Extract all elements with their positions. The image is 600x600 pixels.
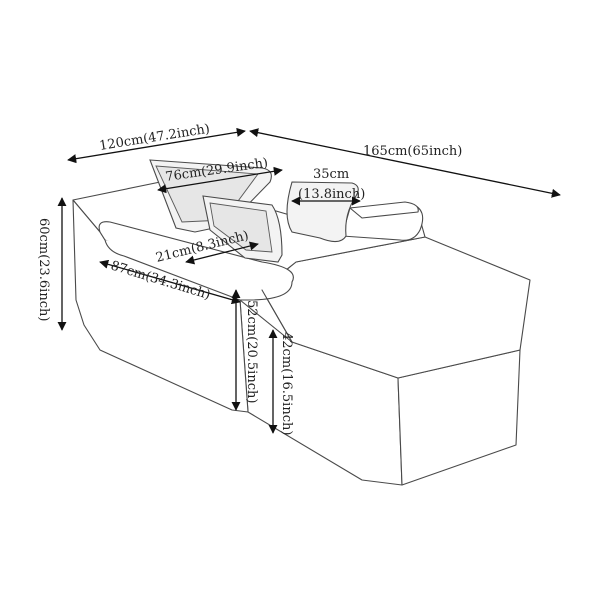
seat-height-label: 42cm(16.5inch)	[279, 332, 294, 435]
overall-width-arrow	[67, 127, 246, 164]
overall-width-label: 120cm(47.2inch)	[98, 122, 211, 154]
backrest-width-arrow	[157, 166, 283, 194]
pillow-size-label-b: (13.8inch)	[298, 187, 365, 202]
overall-height-label: 60cm(23.6inch)	[36, 218, 51, 321]
pillow-size-label-a: 35cm	[313, 167, 349, 182]
overall-length-arrow	[249, 128, 561, 198]
accent-pillow-square-face	[209, 202, 273, 253]
overall-length-label: 165cm(65inch)	[363, 144, 462, 159]
armrest-height-label: 52cm(20.5inch)	[244, 300, 259, 403]
seam-line	[261, 289, 293, 343]
back-bolster-top	[349, 201, 419, 219]
dimension-lines	[57, 127, 561, 434]
armrest-width-arrow	[185, 241, 259, 265]
seat-depth-arrow	[99, 259, 241, 305]
